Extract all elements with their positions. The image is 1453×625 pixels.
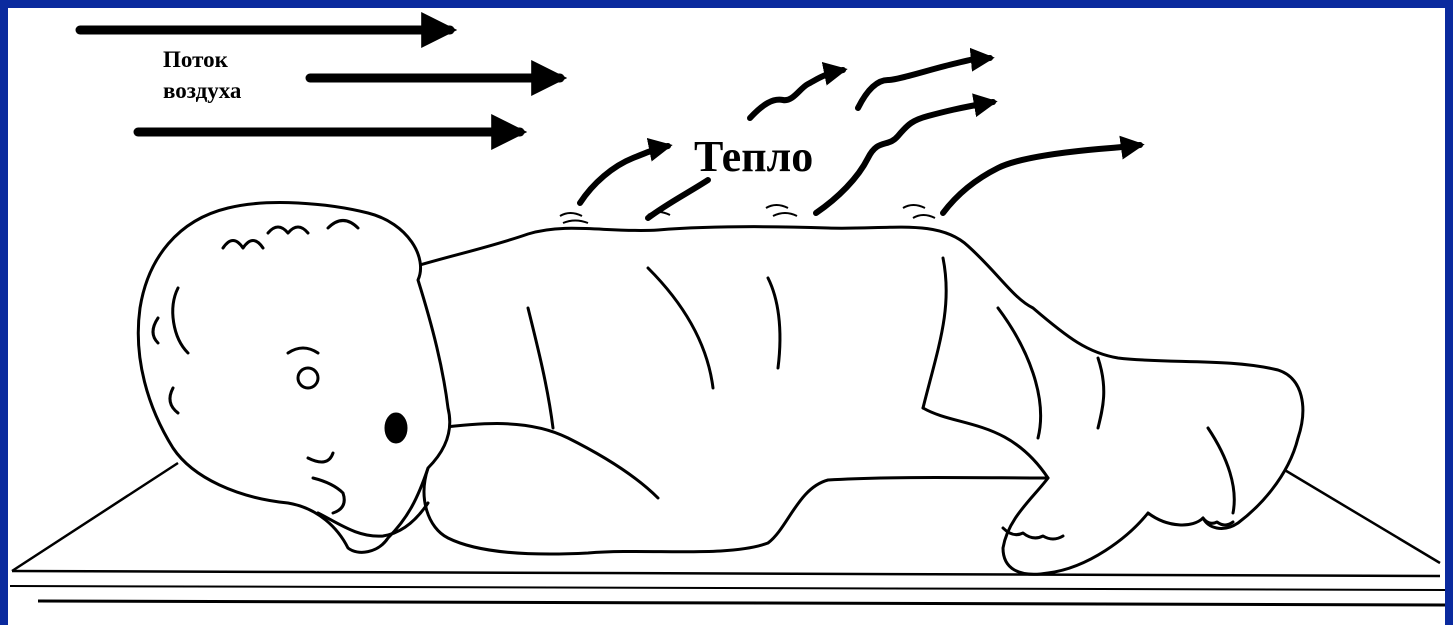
heat-arrow-icon (750, 70, 843, 118)
air-flow-label: Поток воздуха (163, 44, 241, 106)
heat-arrow-icon (580, 146, 668, 203)
illustration-panel: Поток воздуха Тепло (8, 8, 1445, 625)
heat-arrow-icon (943, 145, 1140, 213)
infant-figure (138, 203, 1303, 575)
heat-label: Тепло (694, 132, 813, 182)
heat-arrows (580, 58, 1140, 218)
air-flow-arrows (80, 30, 560, 132)
heat-arrow-icon (816, 102, 993, 213)
heat-ticks (560, 205, 935, 223)
heat-arrow-icon (858, 58, 990, 108)
